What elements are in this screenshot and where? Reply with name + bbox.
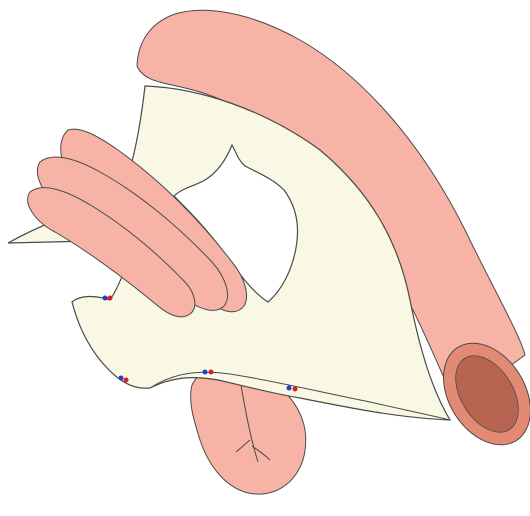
anatomical-diagram xyxy=(0,0,530,516)
diagram-canvas xyxy=(0,0,530,516)
